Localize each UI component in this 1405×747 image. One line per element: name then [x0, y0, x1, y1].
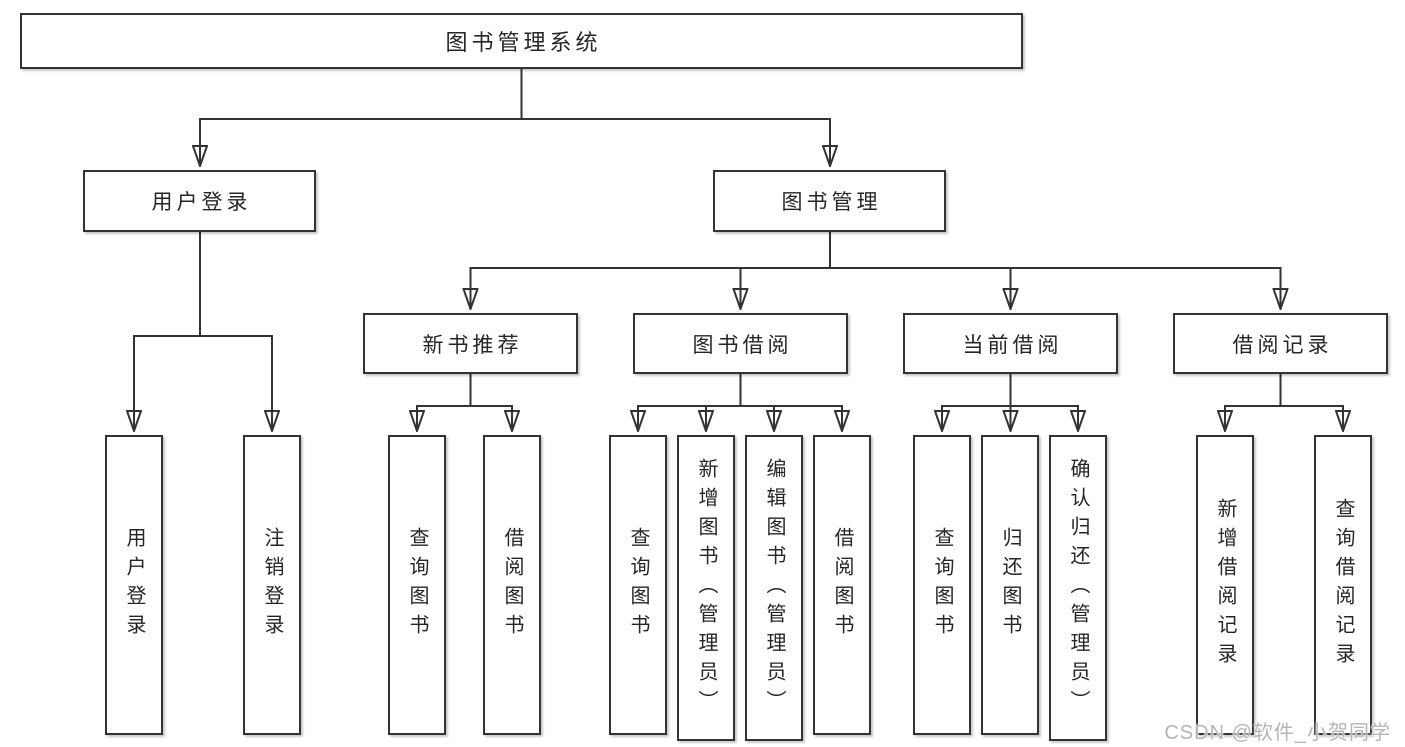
leaf-add-borrow-record: 新增借阅记录 [1196, 435, 1254, 735]
node-borrow-records: 借阅记录 [1173, 313, 1388, 374]
node-user-login-label: 用户登录 [151, 191, 252, 214]
node-root-label: 图书管理系统 [445, 30, 602, 55]
node-user-login: 用户登录 [83, 170, 316, 232]
node-book-management-label: 图书管理 [781, 191, 882, 214]
leaf-add-book-admin: 新增图书（管理员） [677, 435, 735, 741]
leaf-edit-book-admin-label: 编辑图书（管理员） [763, 457, 785, 719]
node-book-borrow-label: 图书借阅 [692, 333, 793, 357]
leaf-query-books-recommend: 查询图书 [388, 435, 446, 735]
leaf-confirm-return-admin-label: 确认归还（管理员） [1067, 457, 1089, 719]
node-book-management: 图书管理 [713, 170, 946, 232]
leaf-query-books-recommend-label: 查询图书 [406, 527, 428, 643]
leaf-add-borrow-record-label: 新增借阅记录 [1214, 498, 1236, 672]
node-borrow-records-label: 借阅记录 [1232, 333, 1333, 357]
leaf-query-books-current: 查询图书 [913, 435, 971, 735]
leaf-borrow-books-label: 借阅图书 [831, 527, 853, 643]
leaf-query-books-current-label: 查询图书 [931, 527, 953, 643]
node-new-book-recommend: 新书推荐 [363, 313, 578, 374]
leaf-query-borrow-record: 查询借阅记录 [1314, 435, 1372, 735]
leaf-query-books-borrow-label: 查询图书 [627, 527, 649, 643]
node-root: 图书管理系统 [20, 13, 1023, 69]
leaf-add-book-admin-label: 新增图书（管理员） [695, 457, 717, 719]
leaf-user-login: 用户登录 [105, 435, 163, 735]
leaf-return-book-label: 归还图书 [999, 527, 1021, 643]
node-new-book-recommend-label: 新书推荐 [422, 333, 523, 357]
node-book-borrow: 图书借阅 [633, 313, 848, 374]
leaf-logout-label: 注销登录 [261, 527, 283, 643]
leaf-return-book: 归还图书 [981, 435, 1039, 735]
leaf-confirm-return-admin: 确认归还（管理员） [1049, 435, 1107, 741]
leaf-borrow-books: 借阅图书 [813, 435, 871, 735]
leaf-borrow-books-recommend-label: 借阅图书 [501, 527, 523, 643]
leaf-borrow-books-recommend: 借阅图书 [483, 435, 541, 735]
leaf-user-login-label: 用户登录 [123, 527, 145, 643]
leaf-query-books-borrow: 查询图书 [609, 435, 667, 735]
leaf-logout: 注销登录 [243, 435, 301, 735]
leaf-edit-book-admin: 编辑图书（管理员） [745, 435, 803, 741]
watermark: CSDN @软件_小贺同学 [1164, 722, 1391, 744]
node-current-borrow-label: 当前借阅 [962, 333, 1063, 357]
leaf-query-borrow-record-label: 查询借阅记录 [1332, 498, 1354, 672]
node-current-borrow: 当前借阅 [903, 313, 1118, 374]
